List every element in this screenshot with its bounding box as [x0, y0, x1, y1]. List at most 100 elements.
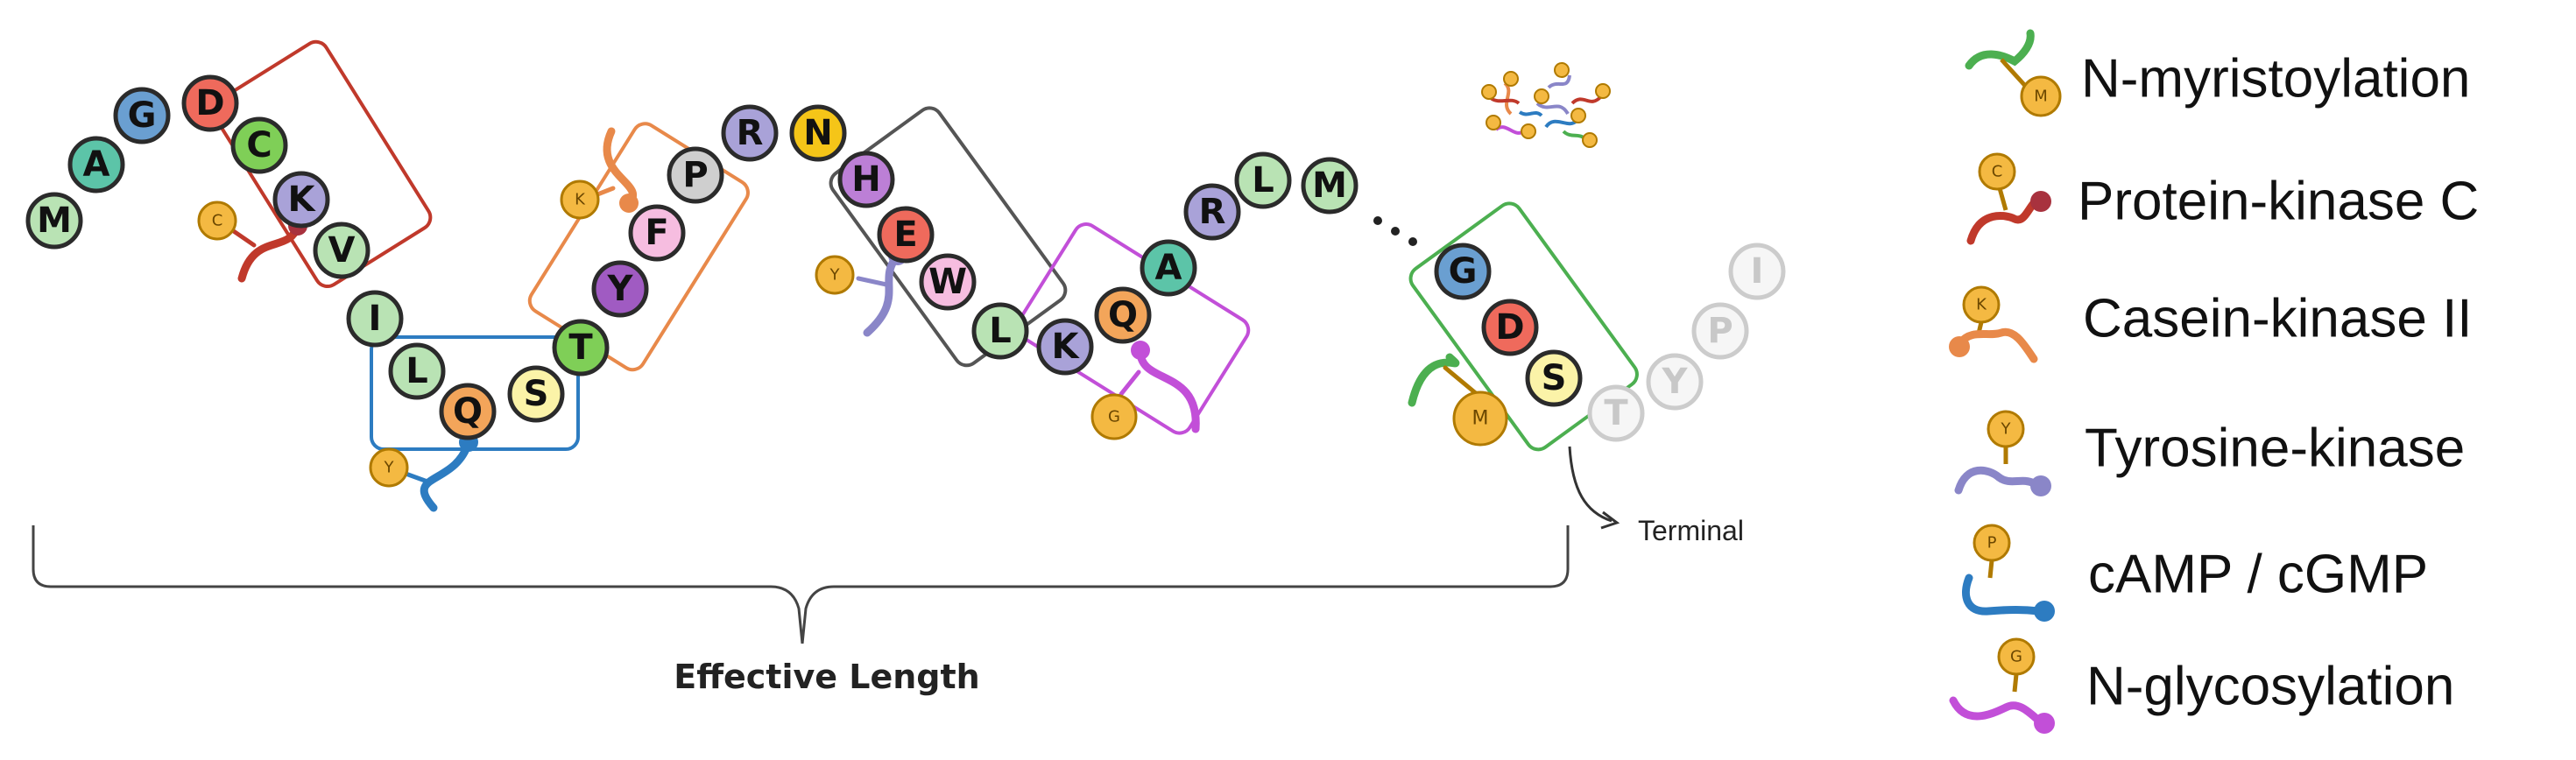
residue-11: S: [507, 365, 565, 423]
residue-19-circle: [877, 206, 935, 264]
terminal-residue-4-circle: [1728, 243, 1786, 300]
residue-28-letter: G: [1449, 251, 1478, 292]
legend-item-myristoylation: M N-myristoylation: [1965, 29, 2470, 117]
residue-20: W: [919, 253, 977, 311]
residue-15-circle: [667, 146, 724, 204]
residue-18-circle: [837, 151, 895, 208]
residue-26-circle: [1234, 151, 1292, 209]
residue-6-letter: K: [288, 179, 317, 220]
residue-6: K: [272, 171, 330, 229]
glycosylation-linker: [1119, 369, 1141, 397]
terminal-residue-3-circle: [1691, 302, 1749, 360]
residue-29-letter: D: [1495, 307, 1524, 348]
residue-13: Y: [591, 260, 649, 318]
svg-text:K: K: [1976, 296, 1987, 314]
residue-21: L: [971, 302, 1029, 360]
residue-19: E: [877, 206, 935, 264]
svg-text:P: P: [1987, 534, 1997, 552]
residue-8: I: [346, 290, 404, 348]
residue-16-letter: R: [737, 113, 764, 153]
ck2-side-chain: [603, 127, 638, 208]
legend: M N-myristoylation C Protein-kinase C K: [1949, 29, 2479, 734]
residue-1-letter: M: [37, 201, 72, 241]
residue-10-circle: [439, 383, 497, 440]
residue-27: M: [1301, 157, 1359, 215]
residue-14: F: [628, 204, 686, 262]
residue-27-circle: [1301, 157, 1359, 215]
residue-17-circle: [789, 104, 847, 162]
residue-17-letter: N: [803, 113, 832, 153]
svg-text:C: C: [212, 212, 223, 230]
terminal-residue-3: P: [1691, 302, 1749, 360]
residue-1: M: [25, 192, 83, 250]
effective-length-brace: [32, 525, 1570, 644]
residue-15: P: [667, 146, 724, 204]
residue-26: L: [1234, 151, 1292, 209]
residue-24-letter: A: [1155, 248, 1182, 288]
residue-7-letter: V: [328, 230, 356, 271]
n-myristoylation-icon: M: [1965, 29, 2062, 117]
residue-28: G: [1434, 243, 1492, 300]
residue-2: A: [67, 136, 125, 194]
residue-12: T: [552, 319, 610, 376]
residue-3: G: [113, 87, 171, 144]
residue-13-circle: [591, 260, 649, 318]
residue-2-letter: A: [83, 144, 110, 185]
residue-7: V: [313, 222, 371, 279]
svg-text:G: G: [2010, 648, 2022, 666]
residue-18-letter: H: [851, 159, 880, 200]
residue-3-circle: [113, 87, 171, 144]
svg-text:Y: Y: [384, 459, 395, 477]
svg-text:Casein-kinase II: Casein-kinase II: [2083, 289, 2473, 349]
legend-item-protein-kinase-c: C Protein-kinase C: [1966, 152, 2479, 245]
residue-22-circle: [1036, 318, 1094, 376]
residue-3-letter: G: [128, 95, 157, 136]
residue-10-letter: Q: [453, 391, 483, 432]
legend-item-n-glycosylation: G N-glycosylation: [1949, 637, 2454, 734]
svg-text:Protein-kinase C: Protein-kinase C: [2078, 172, 2479, 232]
residue-28-circle: [1434, 243, 1492, 300]
ellipsis-dots: [1373, 216, 1417, 246]
residue-24-circle: [1140, 239, 1197, 297]
tyrosine-marker-icon: Y: [815, 255, 855, 295]
terminal-residue-3-letter: P: [1707, 311, 1733, 351]
residue-22: K: [1036, 318, 1094, 376]
residue-21-circle: [971, 302, 1029, 360]
casein-kinase-ii-icon: K: [1949, 285, 2038, 363]
legend-item-camp-cgmp: P cAMP / cGMP: [1962, 524, 2428, 622]
residue-1-circle: [25, 192, 83, 250]
svg-text:N-glycosylation: N-glycosylation: [2086, 657, 2454, 717]
residue-30-circle: [1525, 349, 1583, 407]
molecule-cluster-icon: [1481, 62, 1611, 148]
residue-23: Q: [1094, 286, 1152, 344]
residue-9: L: [388, 342, 446, 400]
residue-12-circle: [552, 319, 610, 376]
svg-text:Y: Y: [2001, 420, 2012, 439]
residue-25-letter: R: [1199, 192, 1226, 232]
terminal-label: Terminal: [1638, 515, 1744, 546]
svg-text:K: K: [575, 191, 586, 209]
pkc-marker-icon: C: [197, 201, 237, 241]
svg-text:Y: Y: [829, 266, 841, 285]
camp-marker-icon: Y: [369, 447, 409, 488]
svg-text:Tyrosine-kinase: Tyrosine-kinase: [2085, 419, 2465, 479]
svg-text:M: M: [1472, 408, 1489, 430]
residue-24: A: [1140, 239, 1197, 297]
motif-box-protein-kinase-c: [211, 39, 433, 289]
residue-30-letter: S: [1542, 358, 1567, 398]
terminal-residue-1-circle: [1587, 384, 1645, 442]
residue-21-letter: L: [989, 311, 1012, 351]
legend-item-casein-kinase-ii: K Casein-kinase II: [1949, 285, 2473, 363]
terminal-residue-4: I: [1728, 243, 1786, 300]
glycosylation-side-chain: [1136, 346, 1200, 433]
terminal-residue-2-circle: [1646, 353, 1704, 411]
tyrosine-linker: [856, 276, 889, 287]
camp-cgmp-icon: P: [1962, 524, 2055, 622]
svg-text:N-myristoylation: N-myristoylation: [2081, 49, 2470, 109]
residue-11-letter: S: [524, 374, 549, 414]
myristoylation-side-chain: [1408, 353, 1460, 407]
residue-2-circle: [67, 136, 125, 194]
residue-22-letter: K: [1052, 327, 1081, 367]
